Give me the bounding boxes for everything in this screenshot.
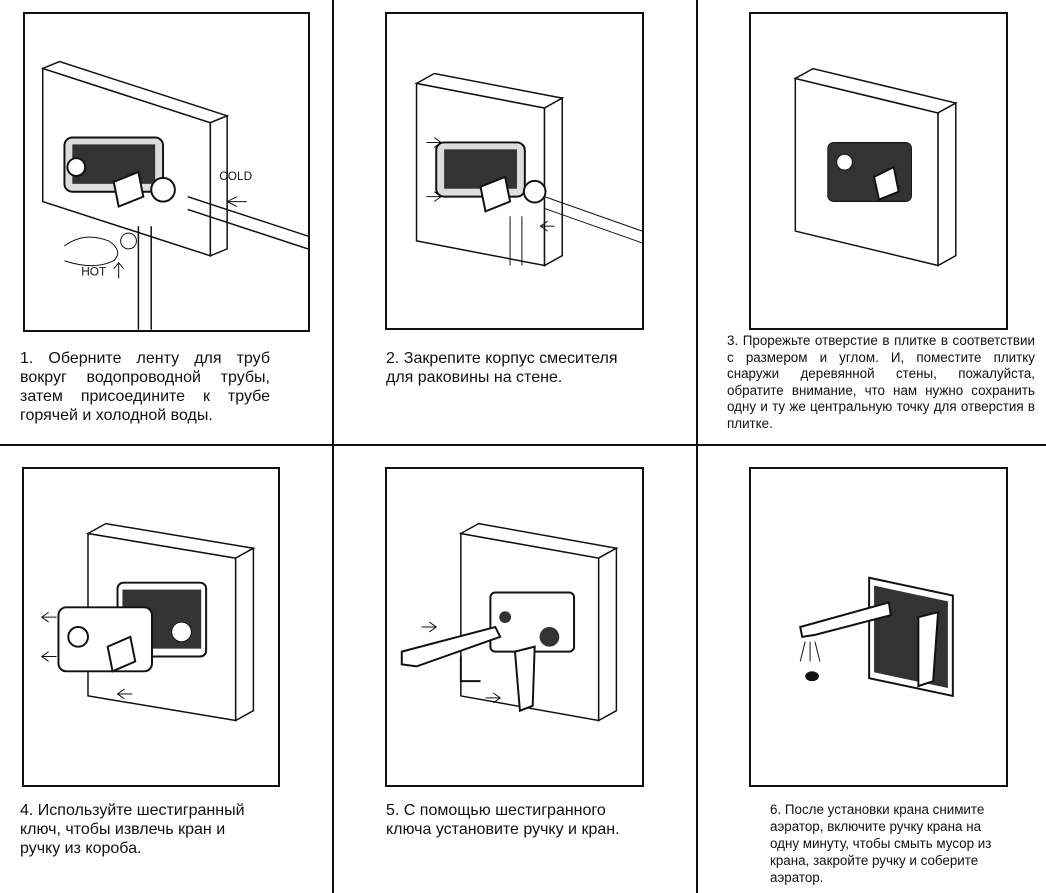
step-3-caption: 3. Прорежьте отверстие в плитке в соотве… — [727, 333, 1035, 432]
step-1-illustration: COLD HOT — [23, 12, 310, 332]
step-number: 5. — [386, 802, 400, 819]
cold-label: COLD — [219, 169, 252, 183]
step-4-illustration — [22, 467, 280, 787]
step-text: Прорежьте отверстие в плитке в соответст… — [727, 333, 1035, 431]
step-number: 3. — [727, 333, 739, 348]
step-number: 2. — [386, 350, 400, 367]
step-2-caption: 2. Закрепите корпус смесителя для ракови… — [386, 349, 626, 387]
step-6-illustration — [749, 467, 1008, 787]
hot-label: HOT — [81, 265, 106, 279]
step-4-caption: 4. Используйте шестигранный ключ, чтобы … — [20, 801, 260, 858]
step-number: 4. — [20, 802, 34, 819]
step-number: 1. — [20, 350, 34, 367]
step-2-illustration — [385, 12, 644, 330]
step-6-caption: 6. После установки крана снимите аэратор… — [770, 801, 1010, 886]
step-text: После установки крана снимите аэратор, в… — [770, 802, 992, 885]
step-5-illustration — [385, 467, 644, 787]
step-text: Закрепите корпус смесителя для раковины … — [386, 350, 618, 386]
step-text: Используйте шестигранный ключ, чтобы изв… — [20, 802, 245, 857]
step-text: С помощью шестигранного ключа установите… — [386, 802, 620, 838]
row-divider — [0, 444, 1046, 446]
column-divider — [696, 0, 698, 893]
column-divider — [332, 0, 334, 893]
step-text: Оберните ленту для труб вокруг водопрово… — [20, 350, 270, 424]
step-3-illustration — [749, 12, 1008, 330]
step-5-caption: 5. С помощью шестигранного ключа установ… — [386, 801, 626, 839]
step-number: 6. — [770, 802, 782, 817]
step-1-caption: 1. Оберните ленту для труб вокруг водопр… — [20, 349, 270, 425]
